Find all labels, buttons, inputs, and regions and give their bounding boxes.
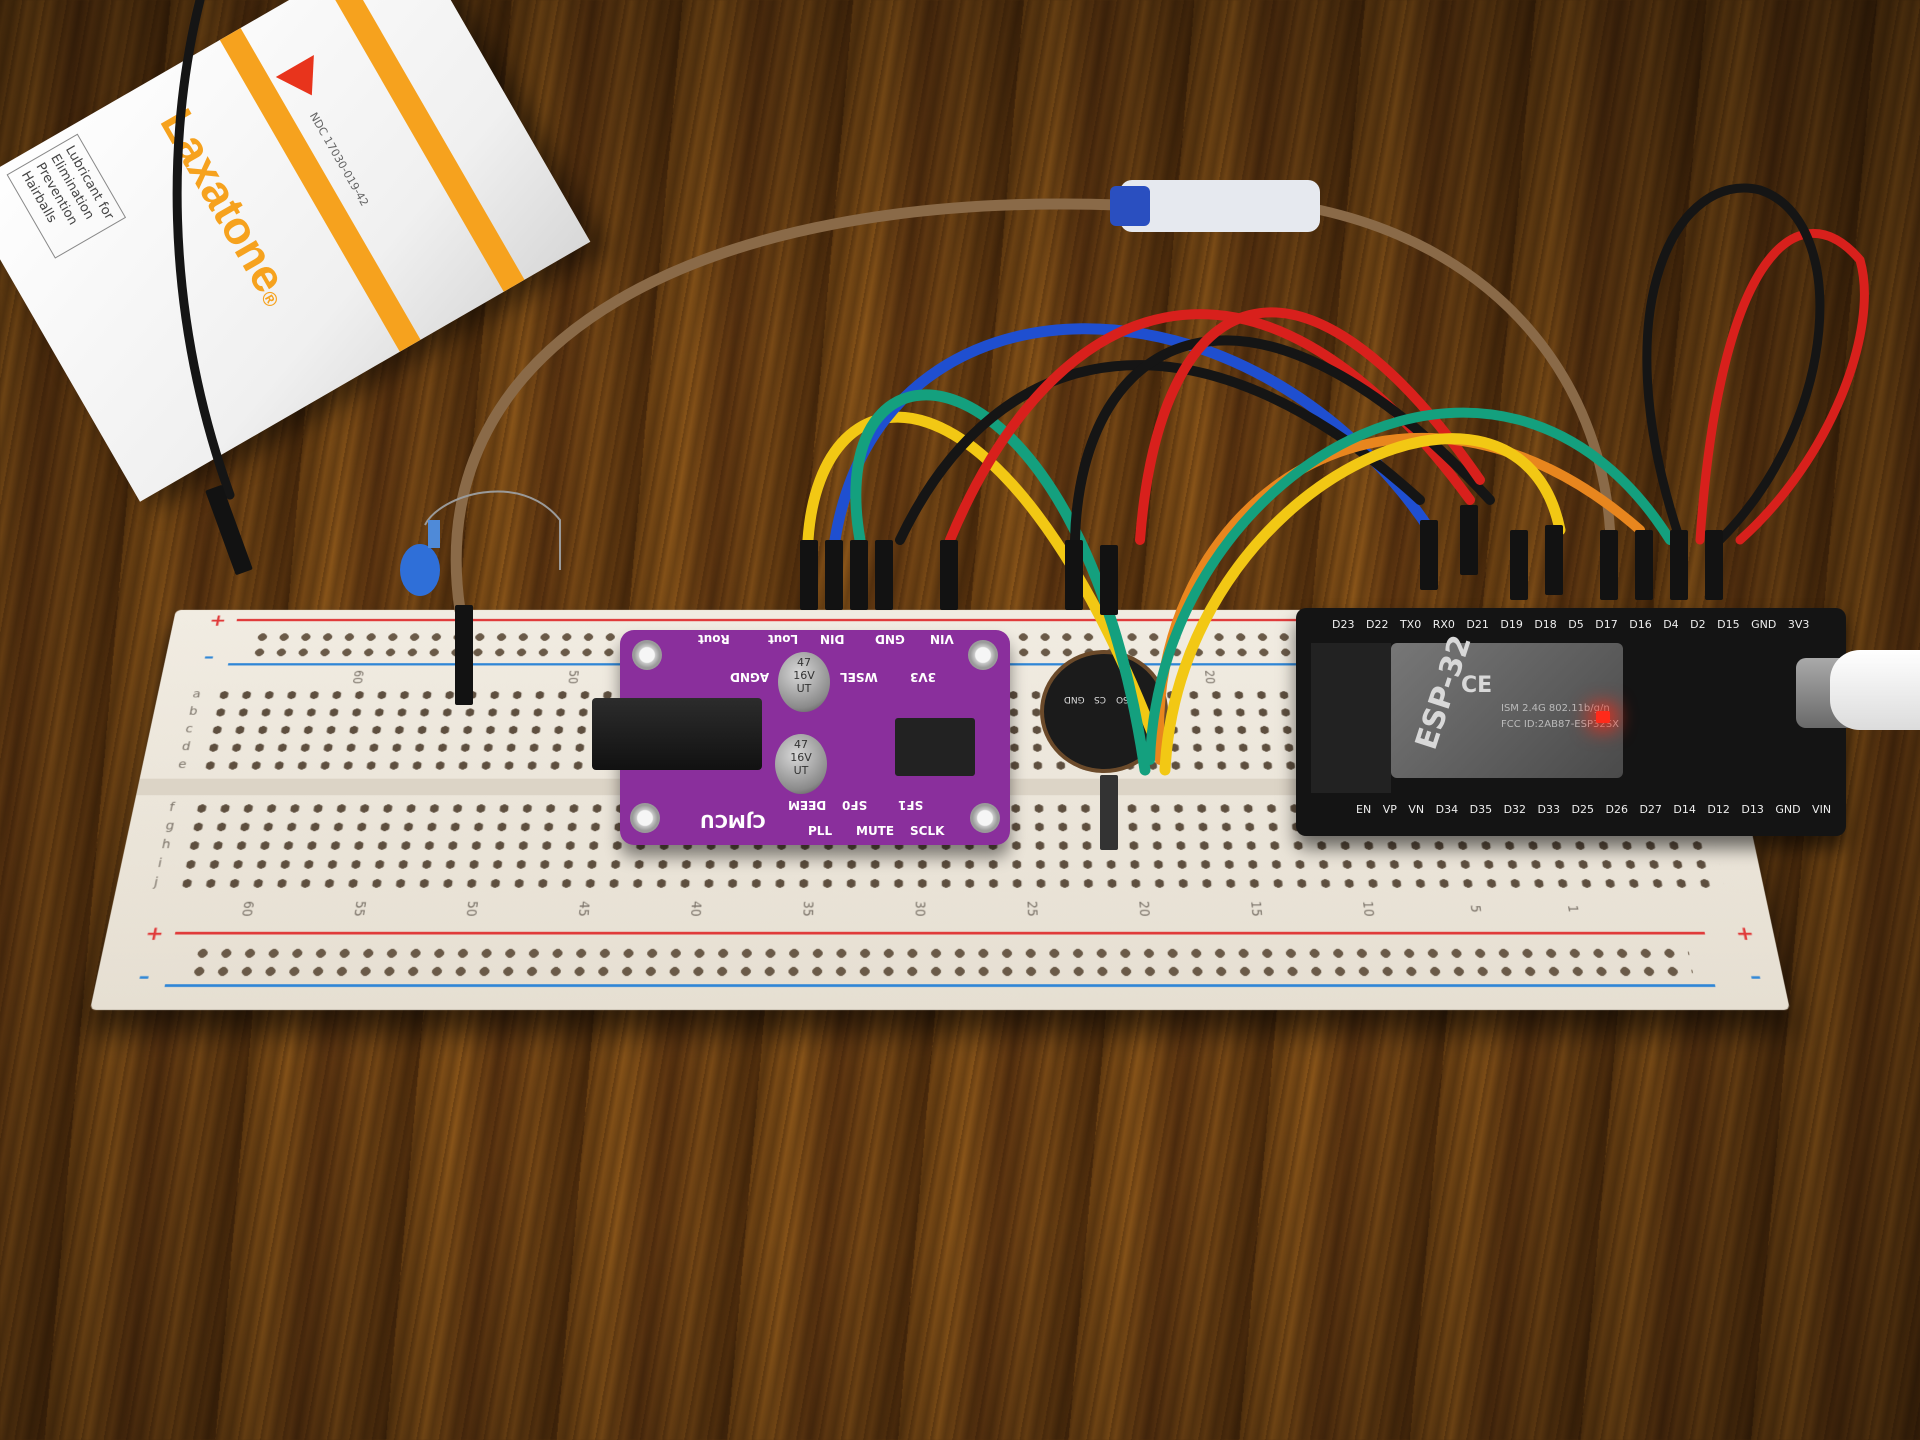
esp32-pin-label: TX0 [1399,618,1422,631]
esp32-pin-label: D34 [1435,803,1459,816]
esp32-antenna-area [1311,643,1391,793]
cap-text: 16V [793,669,815,682]
cjmcu-dac-module: Rout Lout DIN GND VIN AGND WSEL 3V3 47 1… [592,630,1010,845]
dupont-connector[interactable] [1460,505,1478,575]
cap-text: UT [793,764,809,777]
esp32-pin-label: D32 [1503,803,1527,816]
esp32-pin-label: D26 [1605,803,1628,816]
esp32-pin-label: D35 [1469,803,1493,816]
dupont-connector[interactable] [940,540,958,610]
esp32-pin-label: D33 [1537,803,1560,816]
esp32-module-line: ISM 2.4G 802.11b/g/n [1501,703,1610,714]
esp32-pin-label: VN [1408,803,1425,816]
red-wire[interactable] [1695,229,1869,545]
mount-hole [630,803,660,833]
brown-wire[interactable] [1315,205,1615,535]
mount-hole [968,640,998,670]
cap-text: 16V [790,751,812,764]
mount-hole [632,640,662,670]
esp32-pin-label: D21 [1466,618,1489,631]
dac-ic-chip [895,718,975,776]
brown-wire[interactable] [450,198,1126,616]
esp32-pin-label: RX0 [1432,618,1455,631]
esp32-pin-label: EN [1356,803,1372,816]
yellow-wire[interactable] [802,411,1161,746]
dupont-connector[interactable] [850,540,868,610]
yellow-wire[interactable] [1159,433,1566,776]
esp32-pin-label: D15 [1717,618,1740,631]
black-wire[interactable] [1642,183,1825,545]
esp32-pin-label: D17 [1595,618,1618,631]
blue-wire[interactable] [829,323,1436,546]
dupont-connector[interactable] [1100,775,1118,850]
wire-connector-sleeve [1120,180,1320,232]
esp32-pin-label: 3V3 [1787,618,1810,631]
esp32-rf-shield: ESP-32 CE ISM 2.4G 802.11b/g/n FCC ID:2A… [1391,631,1623,778]
red-wire[interactable] [1135,307,1485,545]
electrolytic-capacitor: 47 16V UT [775,734,827,794]
esp32-pin-label: D5 [1568,618,1584,631]
esp32-pin-label: D25 [1571,803,1594,816]
esp32-bottom-pin-labels: EN VP VN D34 D35 D32 D33 D25 D26 D27 D14… [1356,803,1839,816]
esp32-pin-label: D23 [1332,618,1355,631]
dupont-connector[interactable] [1545,525,1563,595]
esp32-pin-label: D16 [1629,618,1652,631]
blue-led [400,544,440,596]
dupont-connector[interactable] [800,540,818,610]
usb-cable[interactable] [1830,650,1920,730]
dupont-connector[interactable] [1600,530,1618,600]
esp32-pin-label: VIN [1812,803,1832,816]
ce-mark: CE [1461,673,1493,698]
dupont-connector[interactable] [1705,530,1723,600]
pin-label-sclk: SCLK [910,824,945,838]
cap-text: 47 [794,738,808,751]
dupont-connector[interactable] [1100,545,1118,615]
dupont-connector[interactable] [1065,540,1083,610]
dupont-connector[interactable] [1635,530,1653,600]
connector-blue-cap [1110,186,1150,226]
pin-label-pll: PLL [808,824,833,838]
green-wire[interactable] [1145,407,1675,765]
dupont-connector[interactable] [825,540,843,610]
dupont-connector[interactable] [1510,530,1528,600]
esp32-module-line: FCC ID:2AB87-ESP32SX [1501,719,1619,730]
esp32-pin-label: D4 [1663,618,1679,631]
esp32-pin-label: GND [1751,618,1777,631]
mount-hole [970,803,1000,833]
dupont-connector[interactable] [1420,520,1438,590]
esp32-pin-label: D19 [1500,618,1523,631]
esp32-pin-label: D22 [1365,618,1389,631]
led-leg [424,490,561,570]
black-wire[interactable] [172,0,235,500]
black-wire[interactable] [1070,335,1495,545]
esp32-pin-label: D12 [1707,803,1730,816]
dupont-connector[interactable] [1670,530,1688,600]
resistor [428,520,440,548]
esp32-pin-label: D27 [1639,803,1662,816]
cap-text: 47 [797,656,811,669]
audio-jack-3-5mm[interactable] [592,698,762,770]
esp32-pin-label: D13 [1741,803,1764,816]
esp32-pin-label: D2 [1690,618,1706,631]
dupont-connector[interactable] [455,605,473,705]
esp32-pin-label: VP [1382,803,1397,816]
electrolytic-capacitor: 47 16V UT [778,652,830,712]
esp32-top-pin-labels: D23 D22 TX0 RX0 D21 D19 D18 D5 D17 D16 D… [1332,618,1817,631]
dupont-connector[interactable] [875,540,893,610]
esp32-pin-label: D18 [1534,618,1557,631]
pin-label-mute: MUTE [856,824,895,838]
esp32-pin-label: D14 [1673,803,1696,816]
esp32-pin-label: GND [1775,803,1801,816]
esp32-devkit-board: ESP-32 CE ISM 2.4G 802.11b/g/n FCC ID:2A… [1296,608,1876,836]
power-led-icon [1596,711,1610,723]
black-wire[interactable] [895,360,1425,545]
cap-text: UT [796,682,812,695]
